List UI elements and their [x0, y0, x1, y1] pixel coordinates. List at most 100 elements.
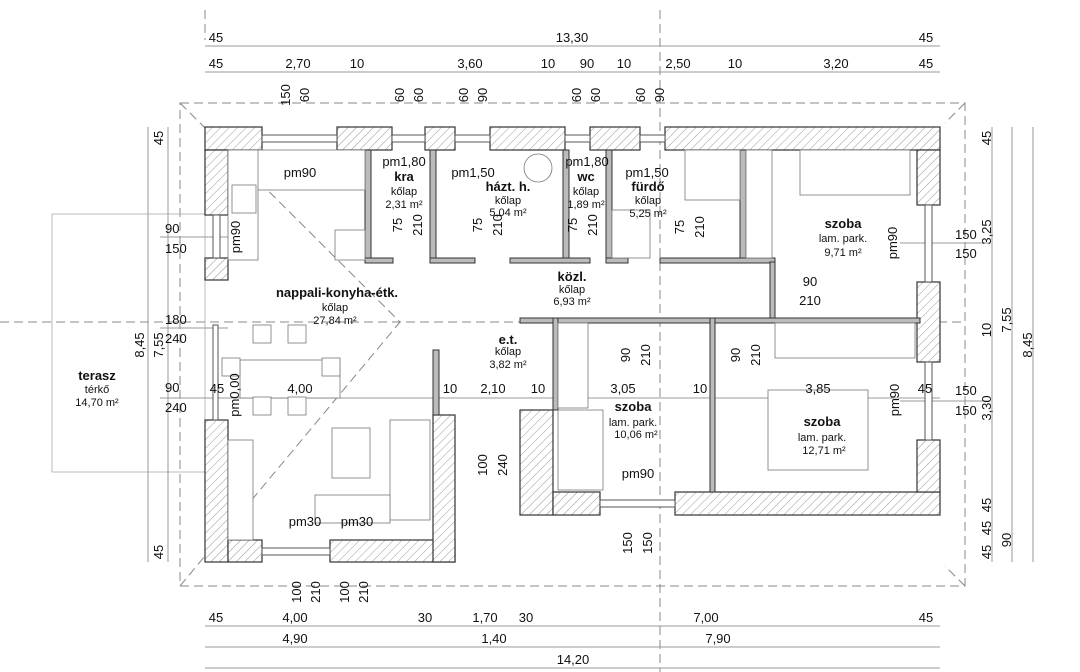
dim-text: 4,00	[287, 381, 312, 396]
top-dimensions: 45 13,30 45 45 2,70 10 3,60 10 90 10 2,5…	[209, 30, 933, 106]
terrace: terasz térkő 14,70 m²	[75, 368, 119, 409]
bottom-dimensions: 45 4,00 30 1,70 30 7,00 45 4,90 1,40 7,9…	[209, 581, 933, 667]
dim-text: 90	[165, 221, 179, 236]
dim-text: 10	[443, 381, 457, 396]
dim-text: 10	[728, 56, 742, 71]
opening-text: 90	[475, 88, 490, 102]
room-name: szoba	[804, 414, 842, 429]
dim-text: 8,45	[132, 332, 147, 357]
door-label: 75	[470, 218, 485, 232]
room-area: 5,04 m²	[489, 207, 527, 219]
room-area: 14,70 m²	[75, 397, 119, 409]
dim-text: 30	[418, 610, 432, 625]
dim-text: 10	[979, 323, 994, 337]
opening-text: 60	[392, 88, 407, 102]
door-label: 100	[475, 454, 490, 476]
room-floor: lam. park.	[819, 233, 867, 245]
dim-text: 10	[350, 56, 364, 71]
room-nappali: nappali-konyha-étk. kőlap 27,84 m²	[276, 285, 398, 327]
window-label: 150	[620, 532, 635, 554]
dim-text: 10	[693, 381, 707, 396]
room-floor: kőlap	[635, 195, 661, 207]
room-name: terasz	[78, 368, 116, 383]
level-label: pm30	[289, 514, 322, 529]
dim-text: 45	[979, 498, 994, 512]
dim-text: 4,00	[282, 610, 307, 625]
dim-text: 150	[955, 383, 977, 398]
dim-text: 180	[165, 312, 187, 327]
room-floor: kőlap	[495, 195, 521, 207]
door-label: 75	[565, 218, 580, 232]
room-floor: kőlap	[495, 346, 521, 358]
terrace-outline	[51, 213, 206, 473]
room-kamra: pm1,80 kra kőlap 2,31 m²	[382, 154, 425, 211]
dim-text: 30	[519, 610, 533, 625]
room-area: 6,93 m²	[553, 296, 591, 308]
dim-text: 45	[979, 131, 994, 145]
window-label: 150	[640, 532, 655, 554]
dim-text: 150	[955, 246, 977, 261]
dim-text: 13,30	[556, 30, 589, 45]
dim-text: 3,05	[610, 381, 635, 396]
opening-text: 210	[308, 581, 323, 603]
opening-text: 60	[588, 88, 603, 102]
dim-text: 45	[209, 610, 223, 625]
room-floor: lam. park.	[609, 417, 657, 429]
room-level: pm1,50	[625, 165, 668, 180]
door-label: 210	[799, 293, 821, 308]
room-floor: kőlap	[573, 186, 599, 198]
dim-text: 10	[541, 56, 555, 71]
dim-text: 7,90	[705, 631, 730, 646]
left-dimensions: 45 90 150 180 240 8,45 7,55 90 240 45	[132, 131, 187, 559]
room-floor: lam. park.	[798, 432, 846, 444]
room-level: pm1,50	[451, 165, 494, 180]
room-floor: térkő	[85, 384, 109, 396]
room-area: 2,31 m²	[385, 199, 423, 211]
level-label: pm90	[228, 221, 243, 254]
dim-text: 2,70	[285, 56, 310, 71]
door-label: 210	[638, 344, 653, 366]
room-area: 3,82 m²	[489, 359, 527, 371]
room-haztartasi: pm1,50 házt. h. kőlap 5,04 m²	[451, 165, 530, 219]
room-area: 10,06 m²	[614, 429, 658, 441]
dim-text: 2,10	[480, 381, 505, 396]
dim-text: 10	[617, 56, 631, 71]
dim-text: 3,30	[979, 395, 994, 420]
dim-text: 90	[999, 533, 1014, 547]
dim-text: 45	[979, 521, 994, 535]
dim-text: 10	[531, 381, 545, 396]
room-name: wc	[576, 169, 594, 184]
furniture	[221, 149, 916, 541]
door-label: 90	[618, 348, 633, 362]
dim-text: 7,55	[999, 307, 1014, 332]
dim-text: 240	[165, 400, 187, 415]
room-furdo: pm1,50 fürdő kőlap 5,25 m²	[625, 165, 668, 220]
level-label: pm30	[341, 514, 374, 529]
door-label: 75	[390, 218, 405, 232]
dim-text: 7,55	[151, 332, 166, 357]
room-area: 5,25 m²	[629, 208, 667, 220]
room-kozlekedo: közl. kőlap 6,93 m²	[553, 269, 591, 308]
opening-text: 100	[337, 581, 352, 603]
dim-text: 3,25	[979, 219, 994, 244]
room-level: pm1,80	[565, 154, 608, 169]
room-area: 9,71 m²	[824, 247, 862, 259]
exterior-walls	[204, 126, 941, 563]
dim-text: 2,50	[665, 56, 690, 71]
dim-text: 3,60	[457, 56, 482, 71]
opening-text: 60	[456, 88, 471, 102]
dim-text: 7,00	[693, 610, 718, 625]
room-szoba-3: szoba lam. park. 12,71 m²	[798, 414, 846, 457]
dim-text: 45	[209, 56, 223, 71]
dim-text: 45	[919, 56, 933, 71]
door-label: 210	[490, 214, 505, 236]
dim-text: 45	[210, 381, 224, 396]
dimension-lines	[147, 45, 1034, 669]
opening-text: 100	[289, 581, 304, 603]
room-eloter: e.t. kőlap 3,82 m²	[489, 332, 527, 371]
dim-text: 90	[580, 56, 594, 71]
door-label: 90	[728, 348, 743, 362]
dim-text: 45	[209, 30, 223, 45]
room-name: e.t.	[499, 332, 518, 347]
